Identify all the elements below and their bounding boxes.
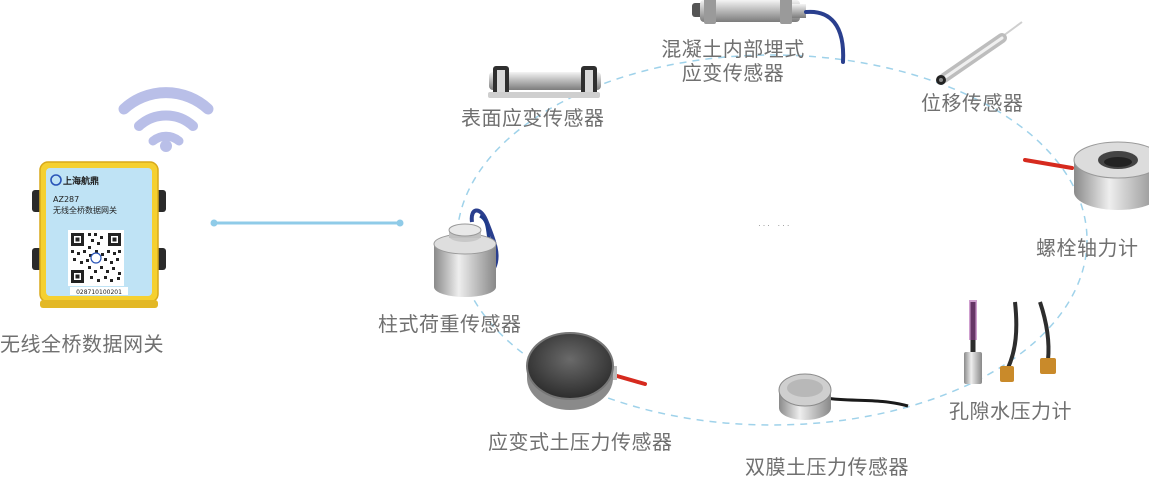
sensor-label-strain-earth-pressure: 应变式土压力传感器 bbox=[488, 430, 673, 454]
gateway-brand: 上海航鼎 bbox=[63, 175, 99, 187]
column-load-sensor-image bbox=[433, 208, 499, 297]
gateway-device: 上海航鼎 AZ287 无线全桥数据网关 028710100201 bbox=[32, 161, 166, 308]
sensor-label-anchor-bolt: 螺栓轴力计 bbox=[1036, 236, 1139, 260]
displacement-sensor-image bbox=[936, 21, 1023, 85]
wifi-icon bbox=[118, 87, 214, 152]
sensor-label-concrete-strain-line2: 应变传感器 bbox=[681, 61, 785, 85]
gateway-model: AZ287 bbox=[53, 195, 79, 204]
sensor-label-concrete-strain-line1: 混凝土内部埋式 bbox=[661, 37, 805, 61]
more-sensors-ellipsis: … … bbox=[757, 214, 791, 230]
piezometer-sensor-image bbox=[964, 300, 1056, 384]
sensor-label-diaphragm-earth-pressure: 双膜土压力传感器 bbox=[745, 455, 909, 479]
gateway-label: 无线全桥数据网关 bbox=[0, 332, 164, 356]
sensor-label-column-load: 柱式荷重传感器 bbox=[378, 312, 522, 336]
surface-strain-sensor-image bbox=[488, 66, 601, 98]
gateway-model-desc: 无线全桥数据网关 bbox=[53, 205, 117, 215]
concrete-strain-sensor-image bbox=[692, 0, 846, 64]
sensor-label-displacement: 位移传感器 bbox=[921, 91, 1024, 115]
gateway-link bbox=[210, 219, 404, 227]
qr-code bbox=[68, 230, 124, 286]
sensor-label-surface-strain: 表面应变传感器 bbox=[461, 106, 605, 130]
strain-earth-pressure-sensor-image bbox=[526, 332, 647, 410]
sensor-label-piezometer: 孔隙水压力计 bbox=[949, 399, 1072, 423]
diaphragm-earth-pressure-sensor-image bbox=[778, 373, 909, 420]
anchor-bolt-sensor-image bbox=[1023, 141, 1149, 210]
gateway-serial: 028710100201 bbox=[76, 289, 122, 296]
sensor-label-concrete-strain: 混凝土内部埋式 应变传感器 bbox=[648, 37, 818, 85]
